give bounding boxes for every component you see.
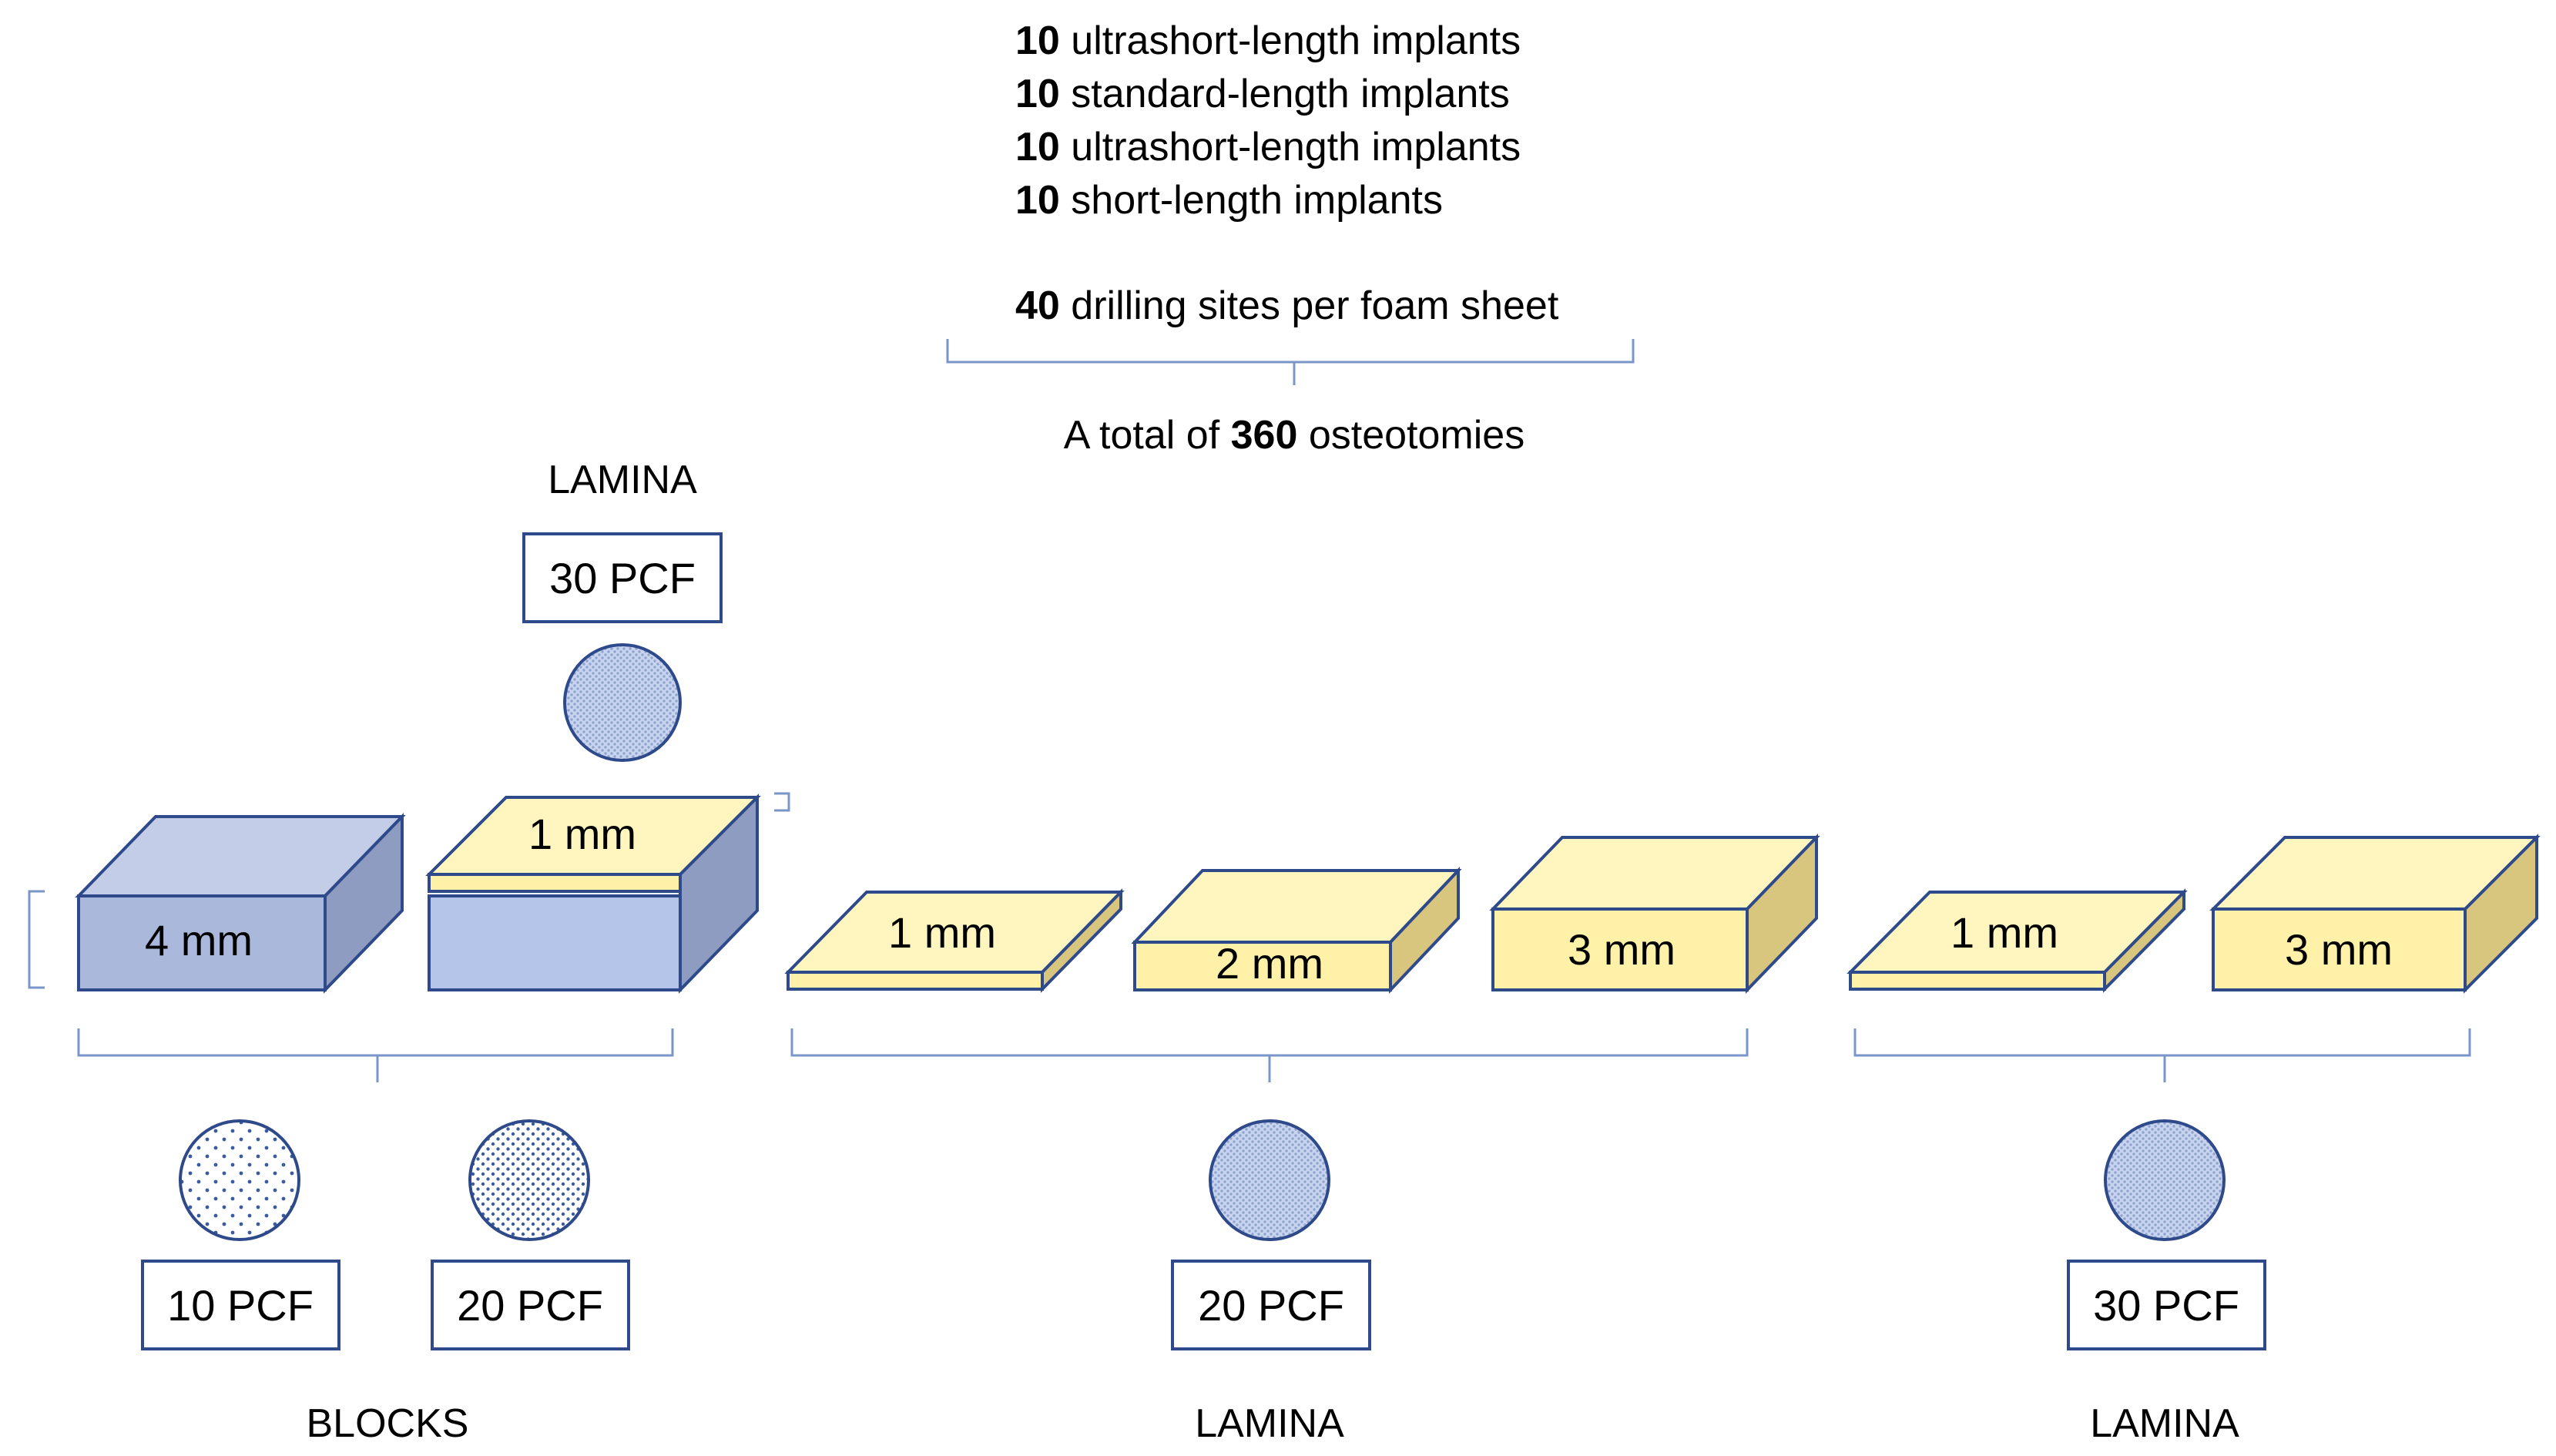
implant-line-1: 10 ultrashort-length implants bbox=[1015, 18, 1521, 63]
block-under-lamina-front bbox=[428, 894, 682, 991]
lamina-top-title: LAMINA bbox=[548, 458, 697, 502]
blocks-title: BLOCKS bbox=[307, 1401, 469, 1446]
lamina-30-title: LAMINA bbox=[2090, 1401, 2239, 1446]
lamina-30-1mm-label: 1 mm bbox=[1951, 908, 2058, 957]
implant-line-4: 10 short-length implants bbox=[1015, 178, 1443, 223]
top-brace bbox=[946, 339, 1635, 385]
density-20pcf-swatch-blocks bbox=[468, 1119, 590, 1241]
lamina-thickness-bracket bbox=[774, 792, 790, 812]
lamina-30-brace bbox=[1853, 1028, 2471, 1082]
density-10pcf-swatch bbox=[179, 1119, 300, 1241]
blocks-density-1: 10 PCF bbox=[167, 1281, 314, 1330]
lamina-on-block-edge bbox=[428, 873, 682, 893]
lamina-20-3mm-label: 3 mm bbox=[1568, 925, 1675, 974]
implant-line-2: 10 standard-length implants bbox=[1015, 72, 1510, 116]
lamina-30-density: 30 PCF bbox=[2093, 1281, 2239, 1330]
blocks-density-box-1 bbox=[141, 1260, 340, 1350]
lamina-20-brace bbox=[790, 1028, 1749, 1082]
density-30pcf-swatch-top bbox=[563, 643, 682, 762]
lamina-20-density-box bbox=[1171, 1260, 1371, 1350]
density-30pcf-swatch-lamina bbox=[2104, 1119, 2226, 1241]
implant-line-3: 10 ultrashort-length implants bbox=[1015, 125, 1521, 169]
lamina-20-1mm: 1 mm bbox=[784, 888, 1125, 993]
block-4mm-front bbox=[77, 894, 327, 991]
lamina-20-2mm-label: 2 mm bbox=[1216, 939, 1323, 988]
lamina-30-3mm-label: 3 mm bbox=[2285, 925, 2393, 974]
lamina-top-density: 30 PCF bbox=[549, 554, 696, 602]
block-height-bracket bbox=[28, 890, 45, 989]
block-4mm-label: 4 mm bbox=[145, 916, 253, 965]
drilling-sites-line: 40 drilling sites per foam sheet bbox=[1015, 283, 1559, 328]
lamina-30-1mm-front bbox=[1849, 971, 2106, 991]
lamina-20-3mm: 3 mm bbox=[1489, 834, 1820, 994]
implant-list: 10 ultrashort-length implants 10 standar… bbox=[1015, 18, 1559, 328]
blocks-brace bbox=[77, 1028, 674, 1082]
blocks-density-2: 20 PCF bbox=[457, 1281, 603, 1330]
lamina-20-title: LAMINA bbox=[1195, 1401, 1344, 1446]
lamina-30-3mm: 3 mm bbox=[2209, 834, 2541, 994]
lamina-20-3mm-front bbox=[1491, 907, 1749, 991]
lamina-30-3mm-front bbox=[2212, 907, 2467, 991]
lamina-top-density-box bbox=[522, 532, 723, 623]
block-with-lamina: 1 mm bbox=[425, 793, 761, 994]
lamina-30-density-box bbox=[2067, 1260, 2266, 1350]
lamina-on-block-label: 1 mm bbox=[528, 810, 636, 858]
lamina-20-1mm-label: 1 mm bbox=[888, 908, 996, 957]
lamina-20-2mm-front bbox=[1133, 941, 1392, 991]
block-4mm: 4 mm bbox=[75, 813, 406, 994]
lamina-20-density: 20 PCF bbox=[1198, 1281, 1344, 1330]
total-osteotomies: A total of 360 osteotomies bbox=[1064, 413, 1525, 458]
lamina-30-1mm: 1 mm bbox=[1847, 888, 2188, 993]
blocks-density-box-2 bbox=[431, 1260, 630, 1350]
density-20pcf-swatch-lamina bbox=[1209, 1119, 1330, 1241]
lamina-20-2mm: 2 mm bbox=[1131, 866, 1462, 995]
lamina-20-1mm-front bbox=[787, 971, 1044, 991]
